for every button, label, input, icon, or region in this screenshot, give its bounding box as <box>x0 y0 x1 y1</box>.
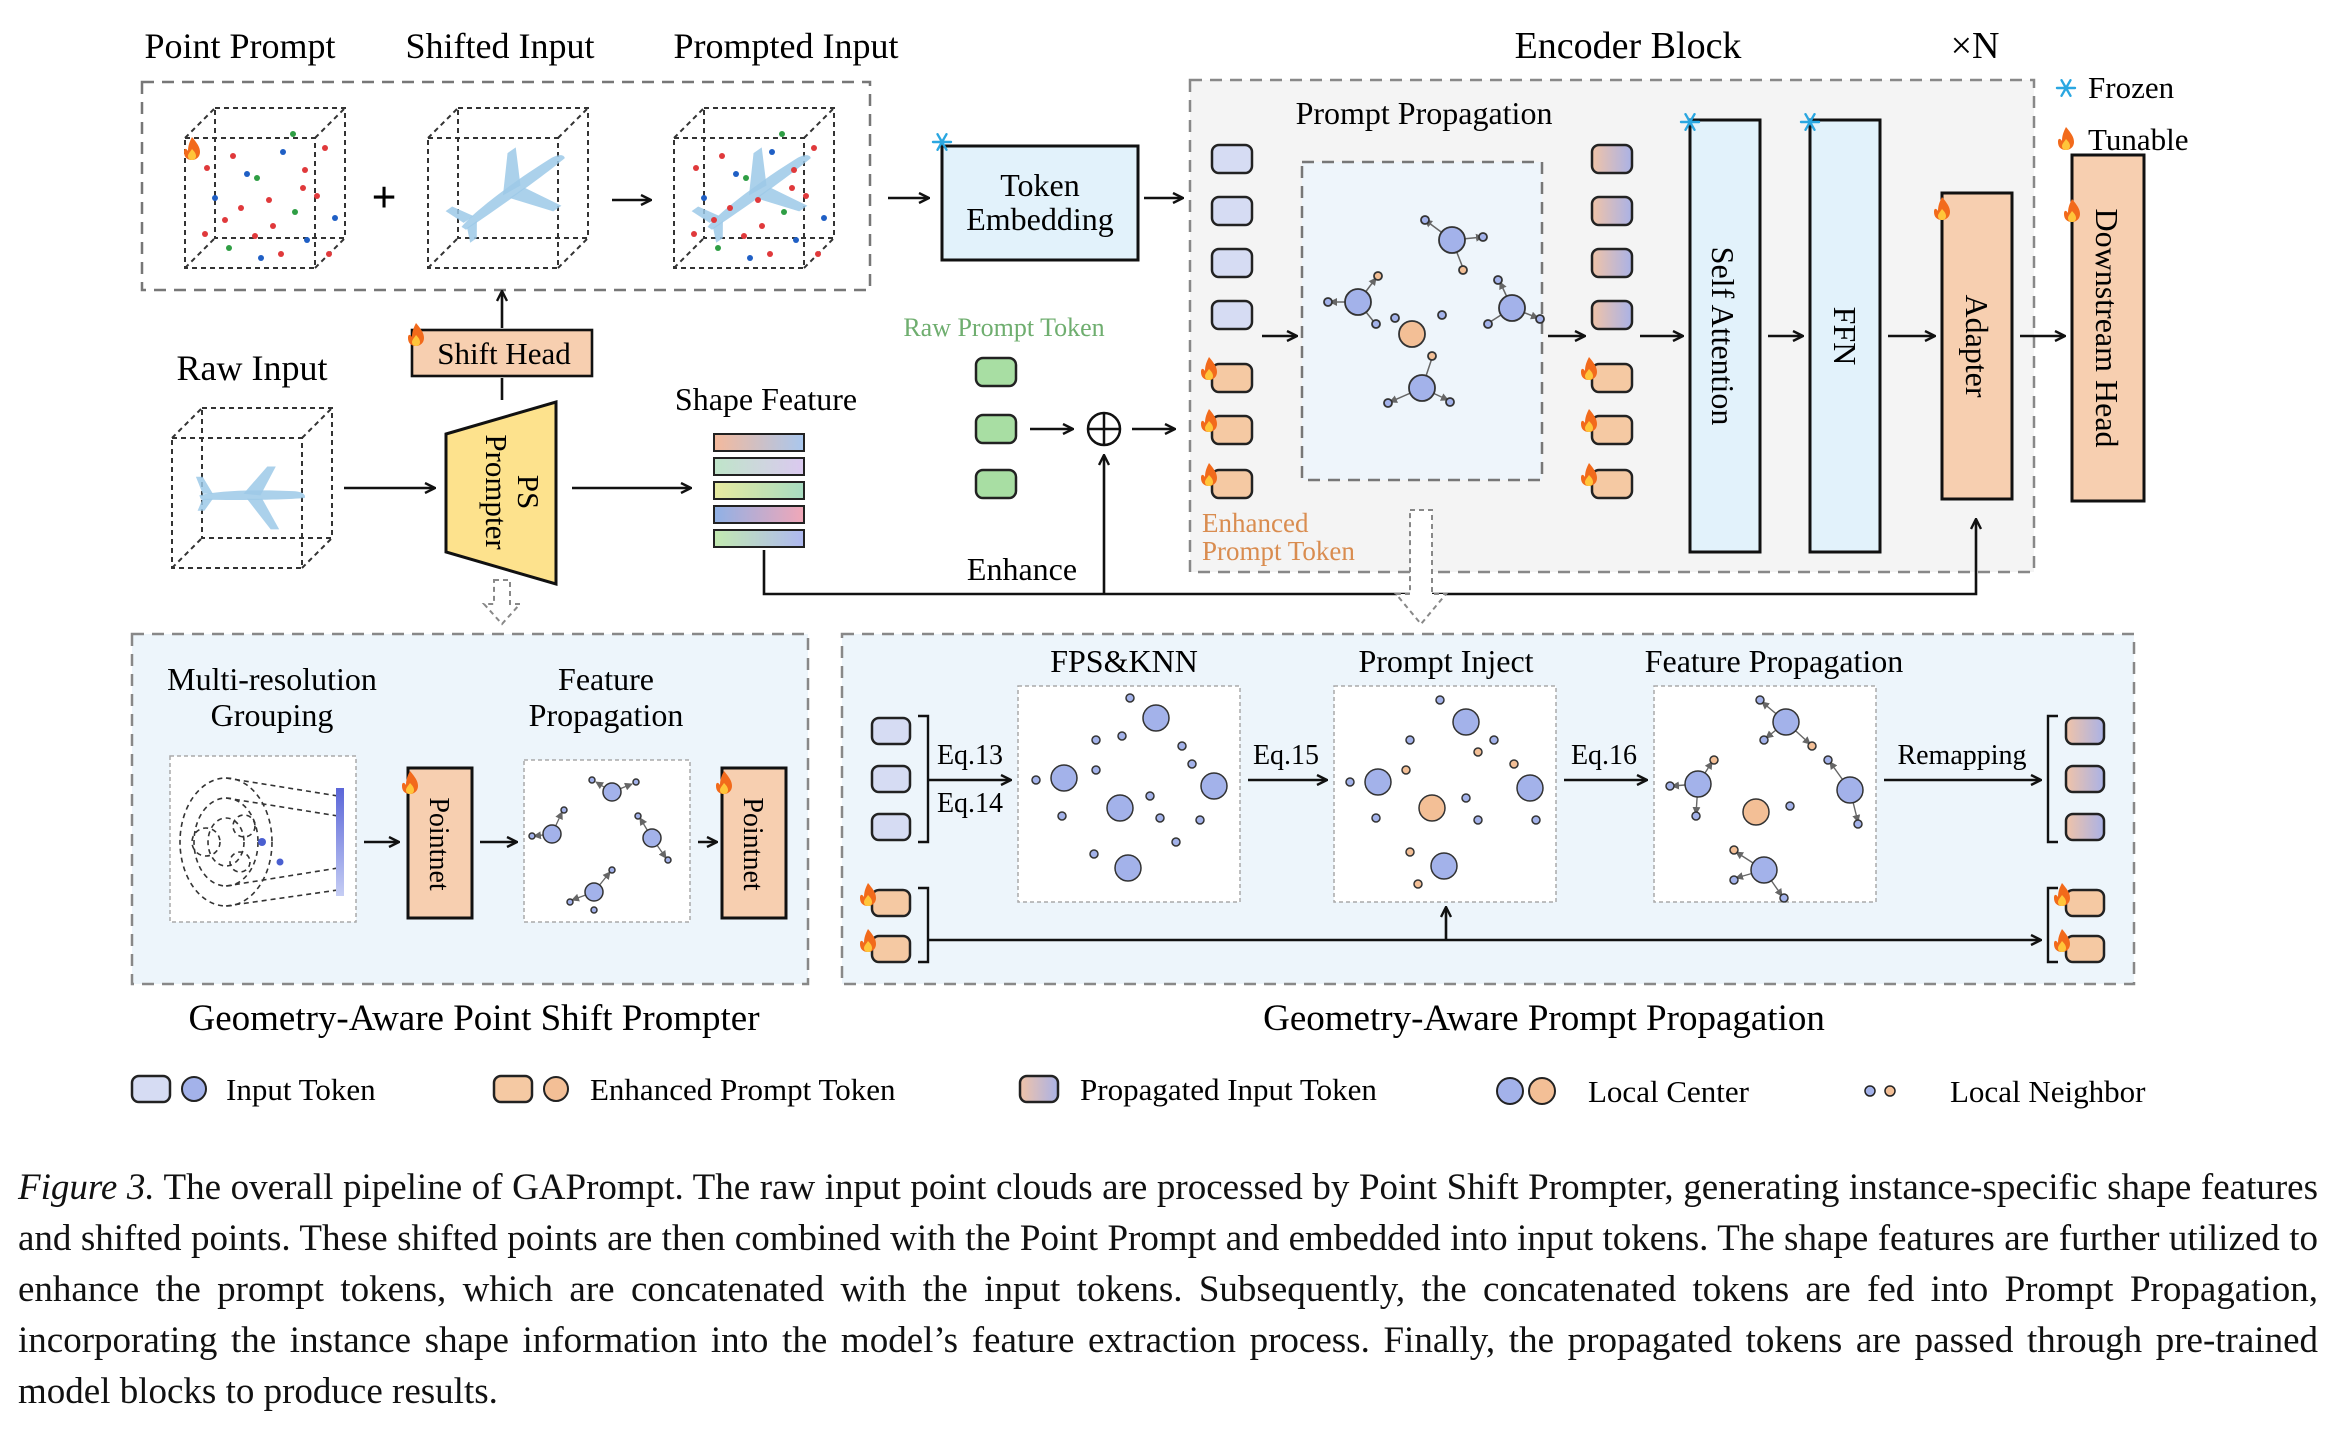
fps-knn-points <box>1031 693 1228 882</box>
airplane-icon <box>684 127 833 262</box>
enhance-line <box>762 520 1976 596</box>
ffn-label: FFN <box>1827 307 1863 366</box>
dashed-arrow-propagation-detail <box>1393 509 1449 626</box>
prompted-input-cube <box>673 107 835 269</box>
feature-propagation-full-label: Feature Propagation <box>1645 643 1904 679</box>
section-title-point-shift-prompter: Geometry-Aware Point Shift Prompter <box>188 998 759 1039</box>
token-embedding-label-2: Embedding <box>966 201 1114 237</box>
raw-prompt-token-column <box>974 356 1018 500</box>
self-attention-label: Self Attention <box>1705 247 1741 426</box>
legend-local-neighbor: Local Neighbor <box>1950 1074 2146 1109</box>
token-embedding-block <box>940 144 1140 262</box>
pointnet-block-1 <box>406 766 474 920</box>
fps-knn-label: FPS&KNN <box>1050 643 1198 679</box>
ps-prompter-label-1: PS <box>511 475 546 509</box>
enhance-label: Enhance <box>967 551 1077 587</box>
pointnet-label-1: Pointnet <box>423 797 454 891</box>
remapping-label: Remapping <box>1897 740 2026 771</box>
prompt-propagation-title: Prompt Propagation <box>1296 95 1553 131</box>
downstream-head-block <box>2070 153 2146 503</box>
flame-icon <box>2058 127 2074 150</box>
encoder-block-label: Encoder Block <box>1515 25 1742 67</box>
plus-sign: + <box>371 173 396 222</box>
point-prompt-label: Point Prompt <box>144 26 335 66</box>
shift-head-block <box>410 328 594 378</box>
input-token-column <box>1201 143 1254 500</box>
pointnet-label-2: Pointnet <box>737 797 768 891</box>
prompted-input-label: Prompted Input <box>674 26 899 66</box>
ps-prompter-block <box>444 400 558 586</box>
eq13-label: Eq.13 <box>937 740 1003 771</box>
tunable-legend: Tunable <box>2088 122 2188 157</box>
legend-propagated-input-token: Propagated Input Token <box>1080 1072 1377 1107</box>
adapter-label: Adapter <box>1959 294 1995 397</box>
multi-scale-bar <box>336 788 344 896</box>
shifted-input-label: Shifted Input <box>406 26 595 66</box>
prompt-propagation-box <box>1300 160 1544 482</box>
airplane-icon <box>438 127 587 262</box>
prompt-inject-label: Prompt Inject <box>1358 643 1533 679</box>
eq15-label: Eq.15 <box>1253 740 1319 771</box>
feature-propagation-label-1: Feature <box>558 661 654 697</box>
eq16-label: Eq.16 <box>1571 740 1637 771</box>
snowflake-icon <box>2055 78 2077 98</box>
multi-resolution-label-1: Multi-resolution <box>167 661 377 697</box>
enhanced-prompt-token-label-2: Prompt Token <box>1202 536 1355 566</box>
raw-input-cube <box>171 407 333 569</box>
legend-enhanced-prompt-token: Enhanced Prompt Token <box>590 1072 896 1107</box>
feature-propagation-label-2: Propagation <box>529 697 684 733</box>
gapp-input-tokens <box>870 716 912 842</box>
gapp-prompt-tokens <box>860 883 912 964</box>
legend-input-token: Input Token <box>226 1072 376 1107</box>
propagation-nodes <box>1323 215 1545 408</box>
legend-local-center: Local Center <box>1588 1074 1750 1109</box>
times-n-label: ×N <box>1951 25 2000 67</box>
pointnet-block-2 <box>720 766 788 920</box>
dashed-arrow-prompter-detail <box>481 579 523 626</box>
tunable-flame-icon <box>184 137 200 160</box>
ffn-block <box>1808 118 1882 554</box>
remapped-propagated-tokens <box>2064 716 2106 842</box>
output-prompt-tokens <box>2054 883 2106 964</box>
raw-prompt-token-label: Raw Prompt Token <box>903 313 1104 342</box>
token-embedding-label-1: Token <box>1000 167 1080 203</box>
point-prompt-cube <box>184 107 346 269</box>
propagated-token-column <box>1581 143 1634 500</box>
enhanced-prompt-token-label-1: Enhanced <box>1202 508 1309 538</box>
eq14-label: Eq.14 <box>937 788 1003 819</box>
legend: Input Token Enhanced Prompt Token Propag… <box>130 1072 2146 1109</box>
caption-text: The overall pipeline of GAPrompt. The ra… <box>18 1167 2318 1412</box>
raw-input-label: Raw Input <box>177 348 328 388</box>
airplane-icon <box>195 466 306 530</box>
multi-resolution-label-2: Grouping <box>211 697 334 733</box>
downstream-head-label: Downstream Head <box>2089 208 2125 447</box>
pipeline-diagram: Point Prompt Shifted Input Prompted Inpu… <box>130 25 2188 1109</box>
figure-caption: Figure 3. The overall pipeline of GAProm… <box>18 1162 2318 1417</box>
flame-icon <box>408 323 424 346</box>
shape-feature-stack <box>713 433 805 548</box>
prompt-inject-points <box>1345 695 1544 889</box>
shifted-input-cube <box>427 107 589 269</box>
section-title-prompt-propagation: Geometry-Aware Prompt Propagation <box>1263 998 1825 1039</box>
self-attention-block <box>1688 118 1762 554</box>
adapter-block <box>1940 191 2014 501</box>
shift-head-label: Shift Head <box>437 336 571 371</box>
figure-label: Figure 3. <box>18 1167 155 1208</box>
frozen-legend: Frozen <box>2088 70 2175 105</box>
shape-feature-label: Shape Feature <box>675 381 857 417</box>
ps-prompter-label-2: Prompter <box>479 434 514 550</box>
